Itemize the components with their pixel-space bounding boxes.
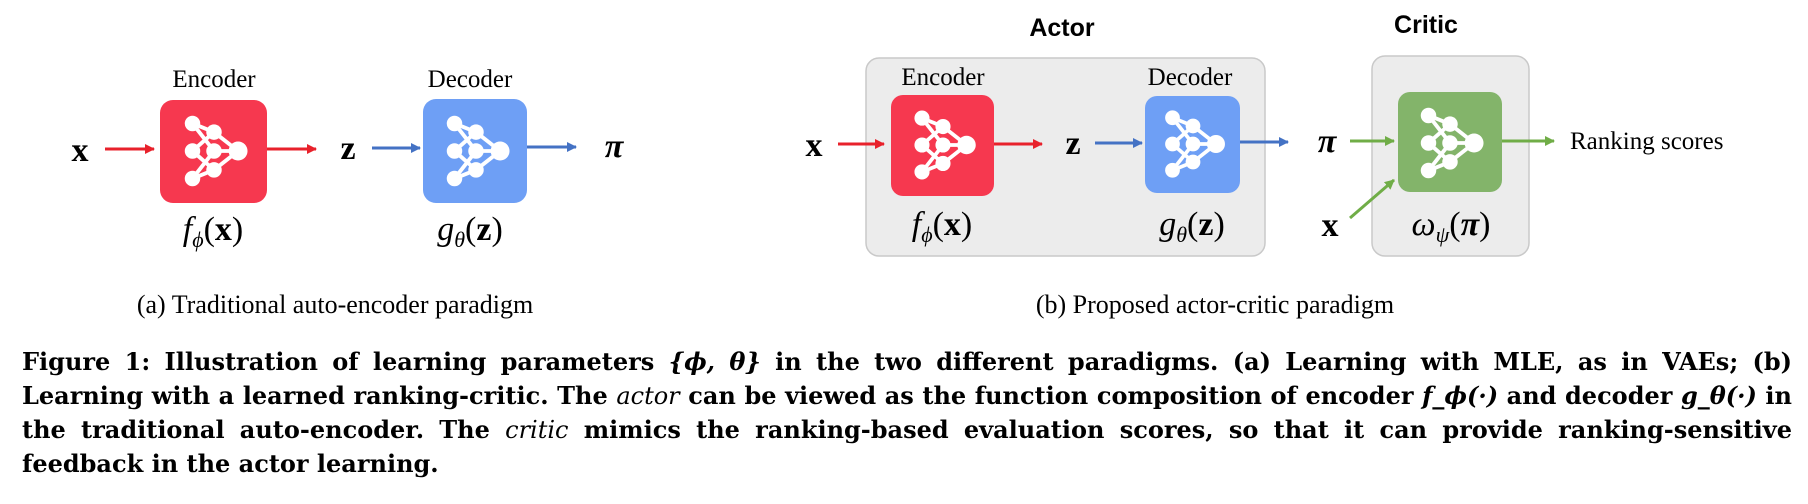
critic-function: ωψ(π): [1412, 206, 1491, 247]
figure-caption: Figure 1: Illustration of learning param…: [22, 345, 1792, 481]
decoder-label-a: Decoder: [428, 66, 513, 93]
critic-input-x: x: [1322, 207, 1339, 244]
input-x-a: x: [72, 132, 89, 169]
caption-part-4: and decoder: [1498, 381, 1681, 410]
encoder-function-a: fϕ(x): [183, 211, 244, 252]
encoder-function-b: fϕ(x): [912, 206, 973, 247]
caption-b: (b) Proposed actor-critic paradigm: [1036, 290, 1394, 319]
input-x-b: x: [806, 127, 823, 164]
caption-part-1: Illustration of learning parameters: [164, 347, 669, 376]
ranking-scores-label: Ranking scores: [1570, 128, 1723, 155]
panel-b: Actor Critic Encoder Decoder x z π x Ran…: [806, 11, 1724, 319]
caption-part-6: mimics the ranking-based evaluation scor…: [22, 415, 1792, 478]
caption-math-encoder: f_ϕ(·): [1422, 381, 1499, 410]
critic-title: Critic: [1394, 11, 1458, 39]
encoder-label-a: Encoder: [172, 66, 256, 93]
figure-label: Figure 1:: [22, 347, 151, 376]
output-pi-b: π: [1318, 123, 1338, 160]
encoder-label-b: Encoder: [901, 64, 985, 91]
latent-z-b: z: [1065, 125, 1080, 162]
arrow-x-to-critic: [1349, 178, 1395, 220]
figure-diagram: Encoder Decoder x z π fϕ(x) gθ(z) (a) Tr…: [72, 11, 1724, 319]
caption-part-2: in the two different paradigms. (a) Lear…: [22, 347, 1793, 410]
output-pi-a: π: [605, 128, 625, 165]
decoder-function-a: gθ(z): [437, 211, 503, 252]
caption-math-decoder: g_θ(·): [1680, 381, 1757, 410]
caption-part-3: can be viewed as the function compositio…: [679, 381, 1423, 410]
caption-math-params: {ϕ, θ}: [668, 347, 761, 376]
caption-a: (a) Traditional auto-encoder paradigm: [137, 290, 533, 319]
panel-a: Encoder Decoder x z π fϕ(x) gθ(z) (a) Tr…: [72, 66, 625, 319]
decoder-function-b: gθ(z): [1159, 206, 1225, 247]
latent-z-a: z: [340, 130, 355, 167]
caption-part-5: in the traditional auto-encoder. The: [22, 381, 1792, 444]
caption-actor-term: actor: [616, 382, 680, 410]
decoder-label-b: Decoder: [1148, 64, 1233, 91]
caption-critic-term: critic: [505, 416, 569, 444]
actor-title: Actor: [1029, 14, 1095, 42]
